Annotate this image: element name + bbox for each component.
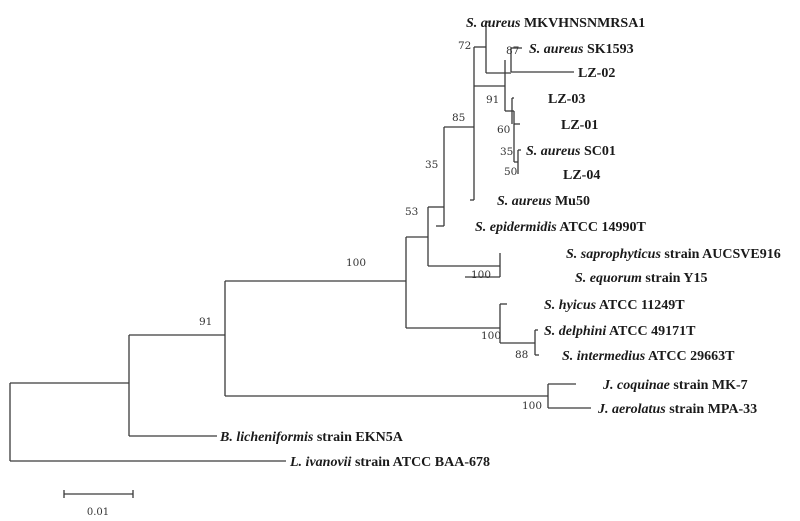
- bootstrap-value: 60: [497, 124, 510, 136]
- leaf-label: LZ-04: [563, 168, 600, 183]
- leaf-label: S. aureus SK1593: [529, 42, 634, 57]
- leaf-label: S. aureus MKVHNSNMRSA1: [466, 16, 645, 31]
- leaf-strain: ATCC 49171T: [606, 324, 696, 339]
- bootstrap-value: 100: [522, 400, 542, 412]
- bootstrap-labels: 72 87 91 60 35 50 85 35 53 100 100 100 88 91 100: [199, 40, 542, 412]
- leaf-species: J. aerolatus: [597, 402, 666, 417]
- leaf-label: S. intermedius ATCC 29663T: [562, 349, 735, 364]
- leaf-label: S. delphini ATCC 49171T: [544, 324, 696, 339]
- leaf-species: B. licheniformis: [219, 430, 314, 445]
- leaf-strain: ATCC 11249T: [596, 298, 685, 313]
- scale-bar: 0.01: [63, 490, 134, 518]
- tree-branches: [9, 21, 591, 462]
- leaf-strain: strain AUCSVE916: [661, 247, 781, 262]
- bootstrap-value: 87: [506, 45, 519, 57]
- bootstrap-value: 100: [346, 257, 366, 269]
- leaf-species: J. coquinae: [602, 378, 670, 393]
- leaf-strain: SC01: [580, 144, 615, 159]
- leaf-species: S. aureus: [497, 194, 552, 209]
- bootstrap-value: 53: [405, 206, 418, 218]
- leaf-label: S. saprophyticus strain AUCSVE916: [566, 247, 781, 262]
- leaf-strain: LZ-01: [561, 118, 598, 133]
- leaf-strain: LZ-04: [563, 168, 600, 183]
- leaf-label: S. equorum strain Y15: [575, 271, 708, 286]
- bootstrap-value: 100: [471, 269, 491, 281]
- bootstrap-value: 91: [486, 94, 499, 106]
- leaf-species: S. aureus: [526, 144, 581, 159]
- leaf-label: S. hyicus ATCC 11249T: [544, 298, 685, 313]
- bootstrap-value: 35: [425, 159, 438, 171]
- leaf-strain: SK1593: [583, 42, 633, 57]
- bootstrap-value: 91: [199, 316, 212, 328]
- leaf-label: B. licheniformis strain EKN5A: [219, 430, 404, 445]
- leaf-strain: strain EKN5A: [313, 430, 403, 445]
- leaf-species: S. delphini: [544, 324, 606, 339]
- leaf-strain: ATCC 29663T: [645, 349, 735, 364]
- leaf-species: S. epidermidis: [475, 220, 557, 235]
- leaf-strain: ATCC 14990T: [557, 220, 647, 235]
- scale-bar-label: 0.01: [87, 507, 109, 518]
- leaf-label: J. aerolatus strain MPA-33: [597, 402, 757, 417]
- leaf-label: LZ-03: [548, 92, 585, 107]
- leaf-strain: strain ATCC BAA-678: [351, 455, 490, 470]
- bootstrap-value: 72: [458, 40, 471, 52]
- leaf-strain: Mu50: [551, 194, 590, 209]
- leaf-species: S. intermedius: [562, 349, 646, 364]
- leaf-label: S. epidermidis ATCC 14990T: [475, 220, 647, 235]
- bootstrap-value: 35: [500, 146, 513, 158]
- bootstrap-value: 88: [515, 349, 528, 361]
- leaf-species: S. hyicus: [544, 298, 597, 313]
- bootstrap-value: 85: [452, 112, 465, 124]
- leaf-species: L. ivanovii: [289, 455, 352, 470]
- leaf-species: S. saprophyticus: [566, 247, 661, 262]
- leaf-strain: strain MPA-33: [666, 402, 758, 417]
- leaf-species: S. aureus: [529, 42, 584, 57]
- leaf-strain: strain Y15: [642, 271, 708, 286]
- leaf-strain: strain MK-7: [670, 378, 748, 393]
- leaf-label: S. aureus SC01: [526, 144, 616, 159]
- leaf-species: S. aureus: [466, 16, 521, 31]
- leaf-label: LZ-01: [561, 118, 598, 133]
- leaf-label: LZ-02: [578, 66, 615, 81]
- leaf-strain: LZ-02: [578, 66, 615, 81]
- leaf-strain: LZ-03: [548, 92, 585, 107]
- leaf-label: J. coquinae strain MK-7: [602, 378, 748, 393]
- bootstrap-value: 100: [481, 330, 501, 342]
- leaf-label: L. ivanovii strain ATCC BAA-678: [289, 455, 490, 470]
- leaf-species: S. equorum: [575, 271, 642, 286]
- leaf-strain: MKVHNSNMRSA1: [520, 16, 645, 31]
- bootstrap-value: 50: [504, 166, 517, 178]
- leaf-label: S. aureus Mu50: [497, 194, 590, 209]
